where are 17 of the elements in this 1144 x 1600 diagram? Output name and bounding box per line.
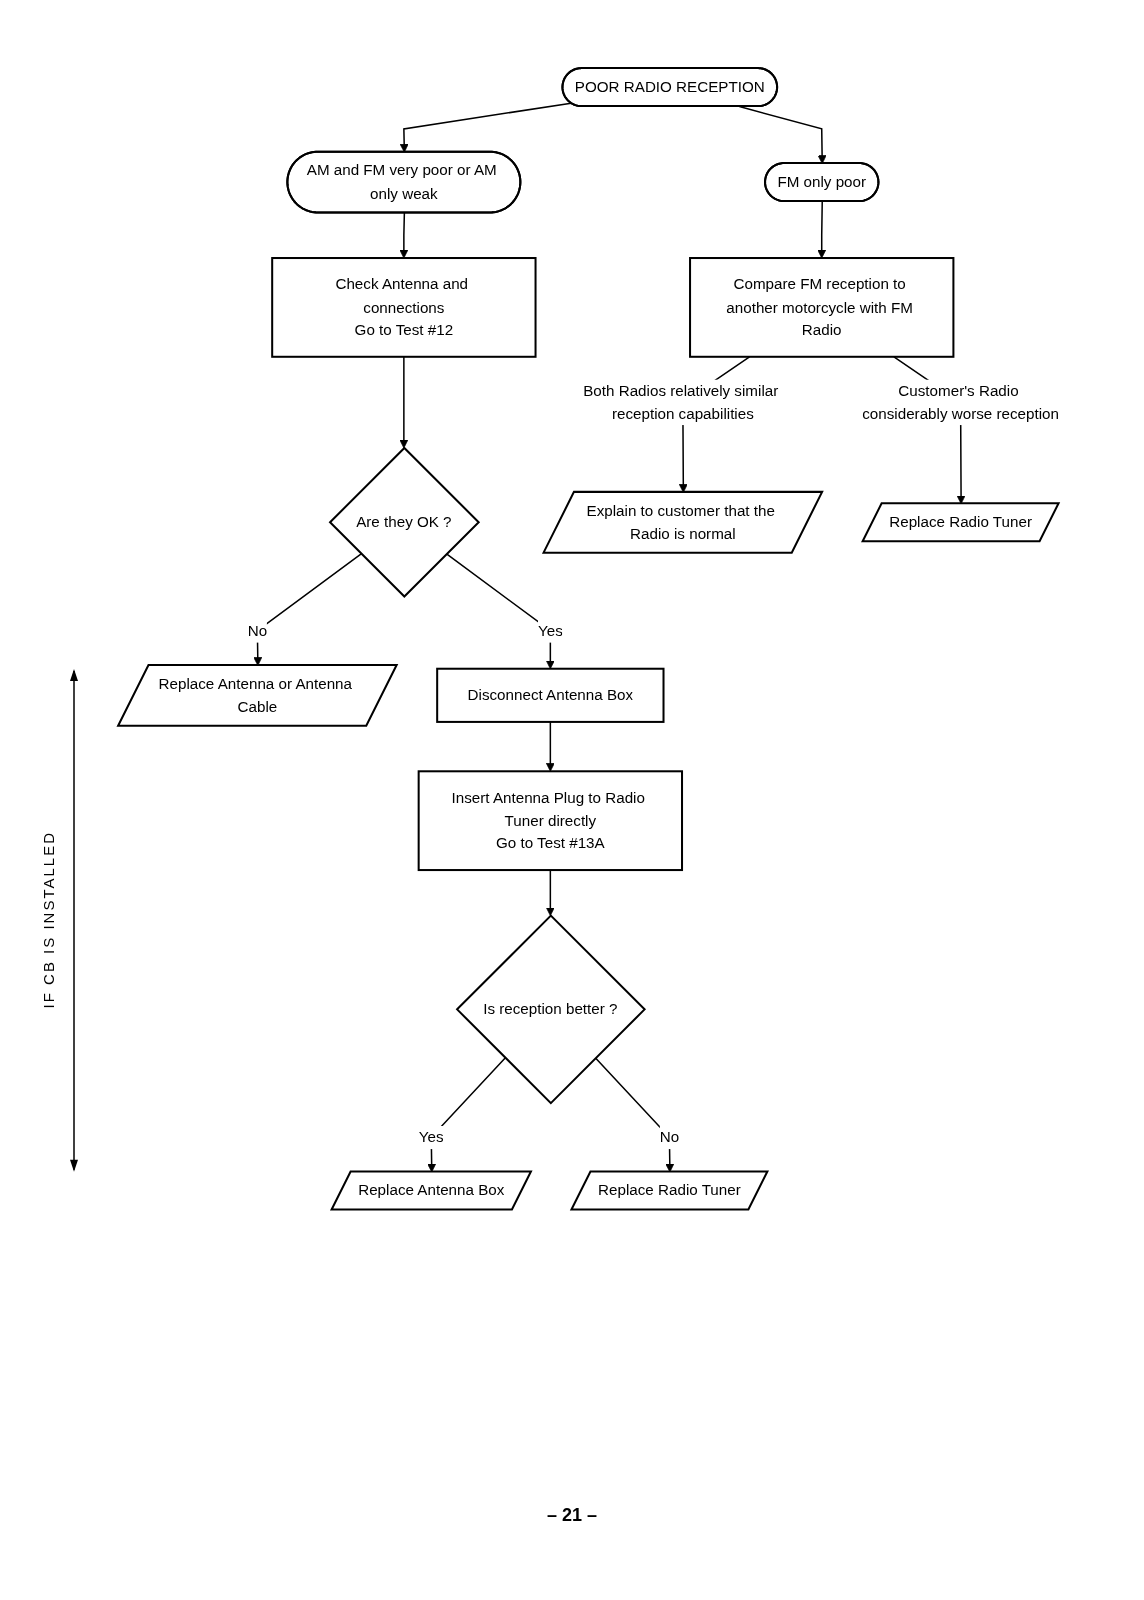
edge-label: Yes [537,621,563,639]
node-box: Check Antenna and connections Go to Test #12 [271,257,537,358]
node-box: Compare FM reception to another motorcycle with FM Radio [689,257,955,358]
page-number: – 21 – [546,1505,597,1525]
edge-label: No [247,621,268,639]
edge-label: Both Radios relatively similar reception capabilities [583,381,779,422]
edge-label: No [659,1127,680,1146]
edge-label: Customer's Radio considerably worse reception [862,381,1059,422]
arrow [399,212,409,259]
arrow [399,356,409,449]
node-box: Insert Antenna Plug to Radio Tuner directly Go to Test #13A [417,770,684,872]
node-box: Disconnect Antenna Box [436,667,665,723]
edge-label: Yes [418,1127,444,1146]
node-diamond: Is reception better ? [455,914,646,1105]
side-label: IF CB IS INSTALLED [40,831,57,1009]
node-diamond: Are they OK ? [328,446,481,598]
arrow [545,721,555,772]
